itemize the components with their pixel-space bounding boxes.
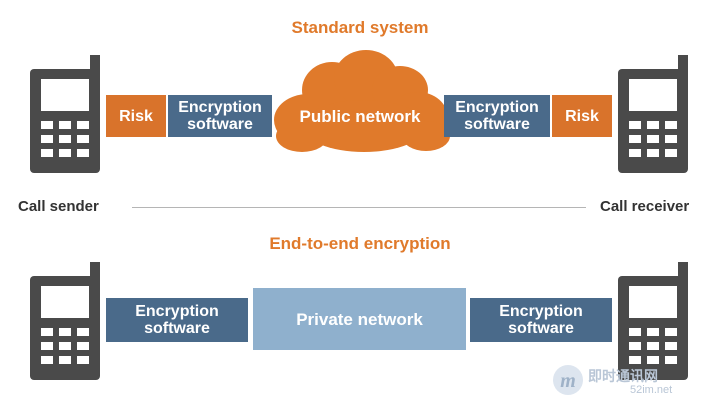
watermark-logo-icon: m (553, 365, 583, 395)
watermark-name: 即时通讯网 (588, 368, 658, 384)
phone-icon (618, 262, 688, 380)
phone-icon (30, 262, 100, 380)
cloud-icon (274, 50, 450, 152)
encryption-box-right-e2e: Encryption software (470, 298, 612, 342)
encryption-box-right: Encryption software (444, 95, 550, 137)
svg-text:m: m (560, 370, 576, 392)
call-receiver-label: Call receiver (600, 198, 690, 215)
phone-icon (618, 55, 688, 173)
standard-system-title: Standard system (291, 18, 429, 37)
end-to-end-title: End-to-end encryption (269, 234, 451, 253)
public-network-label: Public network (299, 106, 421, 126)
risk-box-right: Risk (552, 95, 612, 137)
watermark-url: 52im.net (630, 384, 673, 396)
risk-box-left: Risk (106, 95, 166, 137)
private-network-box: Private network (253, 288, 466, 350)
encryption-box-left-e2e: Encryption software (106, 298, 248, 342)
call-sender-label: Call sender (18, 198, 99, 215)
divider-line (132, 207, 586, 208)
phone-icon (30, 55, 100, 173)
encryption-box-left: Encryption software (168, 95, 272, 137)
